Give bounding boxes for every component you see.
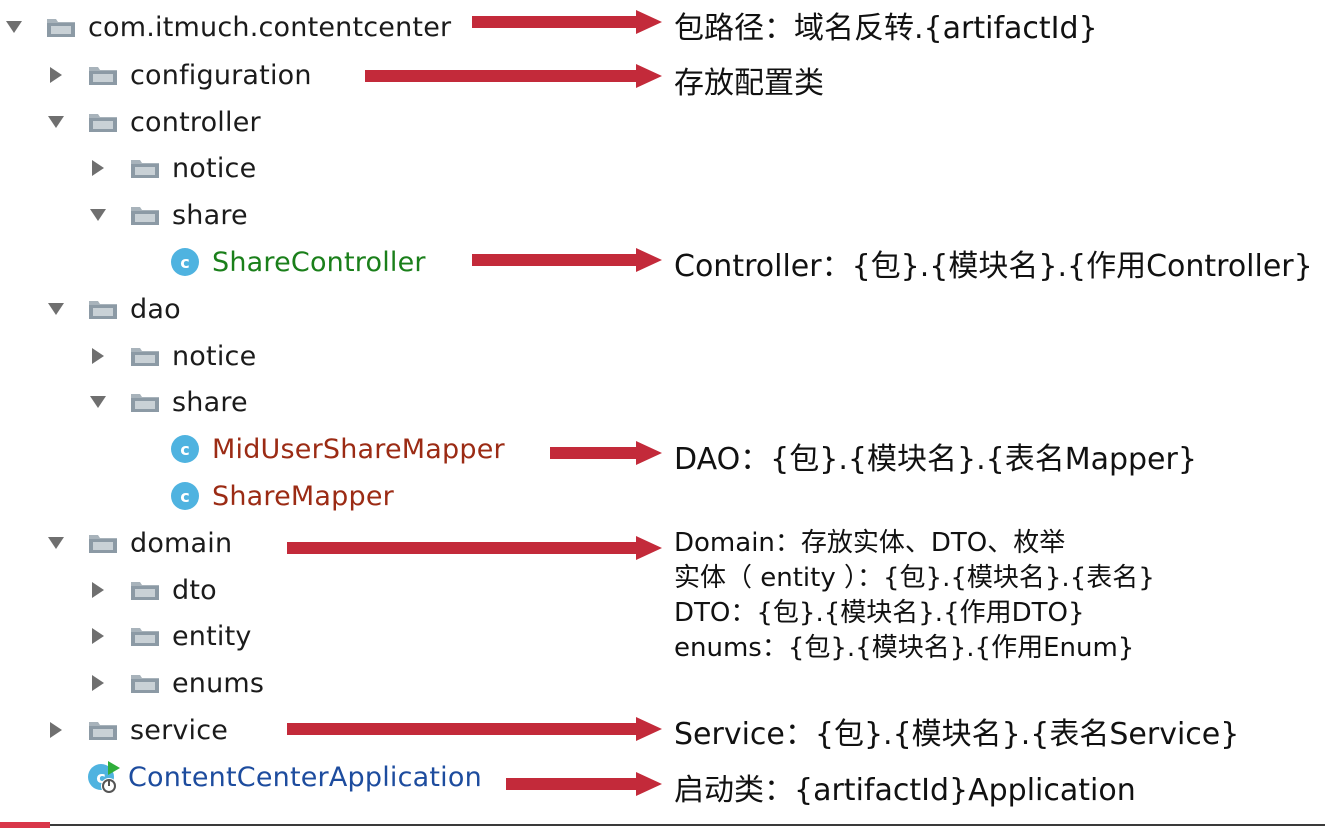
note-application: 启动类：{artifactId}Application [674, 773, 1136, 808]
tree-node-entity[interactable]: entity [88, 616, 252, 656]
arrow-dao [550, 441, 662, 465]
folder-icon [89, 535, 117, 553]
arrow-service [287, 717, 662, 741]
tree-label: ShareController [212, 246, 426, 278]
folder-icon [131, 628, 159, 646]
tree-node-root[interactable]: com.itmuch.contentcenter [4, 7, 451, 47]
folder-icon [131, 160, 159, 178]
chevron-right-icon[interactable] [46, 720, 66, 740]
folder-icon [131, 348, 159, 366]
chevron-right-icon[interactable] [88, 626, 108, 646]
note-domain: Domain：存放实体、DTO、枚举 实体（ entity ）：{包}.{模块名… [674, 526, 1155, 666]
tree-label: com.itmuch.contentcenter [88, 11, 452, 43]
chevron-right-icon[interactable] [88, 673, 108, 693]
chevron-down-icon[interactable] [88, 392, 108, 412]
tree-label: notice [172, 340, 257, 372]
tree-node-dao-share[interactable]: share [88, 382, 248, 422]
tree-label: domain [130, 527, 233, 559]
tree-node-share-controller[interactable]: ShareController [170, 242, 426, 282]
note-domain-line: 实体（ entity ）：{包}.{模块名}.{表名} [674, 563, 1155, 593]
note-controller: Controller：{包}.{模块名}.{作用Controller} [674, 249, 1313, 284]
tree-node-enums[interactable]: enums [88, 663, 264, 703]
chevron-down-icon[interactable] [46, 299, 66, 319]
note-configuration: 存放配置类 [674, 66, 824, 101]
tree-label: MidUserShareMapper [212, 433, 505, 465]
tree-label: entity [172, 620, 252, 652]
tree-label: service [130, 714, 229, 746]
folder-icon [89, 301, 117, 319]
note-domain-line: Domain：存放实体、DTO、枚举 [674, 528, 1066, 558]
note-service: Service：{包}.{模块名}.{表名Service} [674, 717, 1240, 752]
tree-label: share [172, 199, 248, 231]
chevron-right-icon[interactable] [88, 158, 108, 178]
tree-label: configuration [130, 59, 312, 91]
tree-node-service[interactable]: service [46, 710, 228, 750]
folder-icon [89, 114, 117, 132]
chevron-right-icon[interactable] [46, 65, 66, 85]
note-package-path: 包路径：域名反转.{artifactId} [674, 11, 1098, 46]
tree-node-share-mapper[interactable]: ShareMapper [170, 476, 394, 516]
bottom-accent [0, 822, 50, 828]
note-dao: DAO：{包}.{模块名}.{表名Mapper} [674, 442, 1197, 477]
tree-node-dto[interactable]: dto [88, 570, 217, 610]
bottom-divider [0, 824, 1325, 826]
svg-text:c: c [96, 768, 105, 787]
class-icon [171, 435, 199, 463]
folder-icon [131, 582, 159, 600]
folder-icon [131, 207, 159, 225]
tree-label: ShareMapper [212, 480, 394, 512]
arrow-application [506, 772, 662, 796]
tree-label: dao [130, 293, 181, 325]
tree-node-controller-notice[interactable]: notice [88, 148, 256, 188]
note-domain-line: DTO：{包}.{模块名}.{作用DTO} [674, 598, 1085, 628]
folder-icon [131, 675, 159, 693]
tree-label: controller [130, 106, 261, 138]
tree-node-controller[interactable]: controller [46, 102, 261, 142]
tree-node-dao[interactable]: dao [46, 289, 181, 329]
chevron-down-icon[interactable] [4, 17, 24, 37]
tree-node-dao-notice[interactable]: notice [88, 336, 256, 376]
chevron-down-icon[interactable] [46, 112, 66, 132]
chevron-right-icon[interactable] [88, 580, 108, 600]
note-domain-line: enums：{包}.{模块名}.{作用Enum} [674, 633, 1135, 663]
folder-icon [89, 67, 117, 85]
folder-icon [131, 394, 159, 412]
folder-icon [47, 19, 75, 37]
spring-boot-app-icon: c [88, 761, 120, 794]
folder-icon [89, 722, 117, 740]
arrow-controller [472, 248, 662, 272]
class-icon [171, 482, 199, 510]
chevron-down-icon[interactable] [88, 205, 108, 225]
arrow-package-path [472, 10, 662, 34]
arrow-configuration [365, 64, 662, 88]
tree-node-application[interactable]: c ContentCenterApplication [86, 757, 482, 797]
tree-node-mid-user-share-mapper[interactable]: MidUserShareMapper [170, 429, 505, 469]
tree-node-configuration[interactable]: configuration [46, 55, 312, 95]
class-icon [171, 248, 199, 276]
tree-label: share [172, 386, 248, 418]
tree-node-domain[interactable]: domain [46, 523, 232, 563]
arrow-domain [287, 536, 662, 560]
chevron-down-icon[interactable] [46, 533, 66, 553]
tree-label: notice [172, 152, 257, 184]
tree-label: ContentCenterApplication [128, 761, 482, 793]
tree-label: enums [172, 667, 265, 699]
chevron-right-icon[interactable] [88, 346, 108, 366]
tree-label: dto [172, 574, 217, 606]
tree-node-controller-share[interactable]: share [88, 195, 248, 235]
